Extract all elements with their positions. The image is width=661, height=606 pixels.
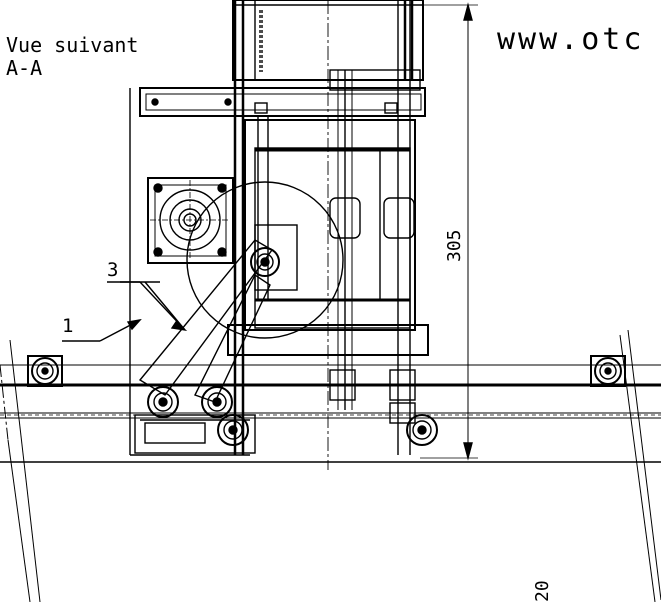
view-label-title: Vue suivant [6, 33, 139, 57]
roller-c [217, 414, 249, 446]
roller-right [590, 355, 626, 387]
frame [227, 0, 429, 470]
ground-section [0, 329, 661, 603]
watermark-url: www.otc [497, 22, 645, 57]
cut-dimension-label: 20 [532, 580, 553, 602]
height-dimension [420, 2, 478, 461]
callout-leaders [62, 281, 188, 342]
linkage [120, 239, 274, 456]
view-label-section: A-A [6, 56, 43, 80]
roller-left [27, 355, 63, 387]
dimension-305-label: 305 [444, 229, 465, 262]
callout-1-label: 1 [62, 315, 74, 337]
callout-3-label: 3 [107, 259, 119, 281]
roller-d [406, 414, 438, 446]
motor-housing [147, 177, 234, 264]
top-bar [129, 87, 426, 455]
roller-b [201, 386, 233, 418]
rollers [27, 355, 626, 446]
roller-a [147, 386, 179, 418]
drive-wheel [186, 181, 344, 339]
